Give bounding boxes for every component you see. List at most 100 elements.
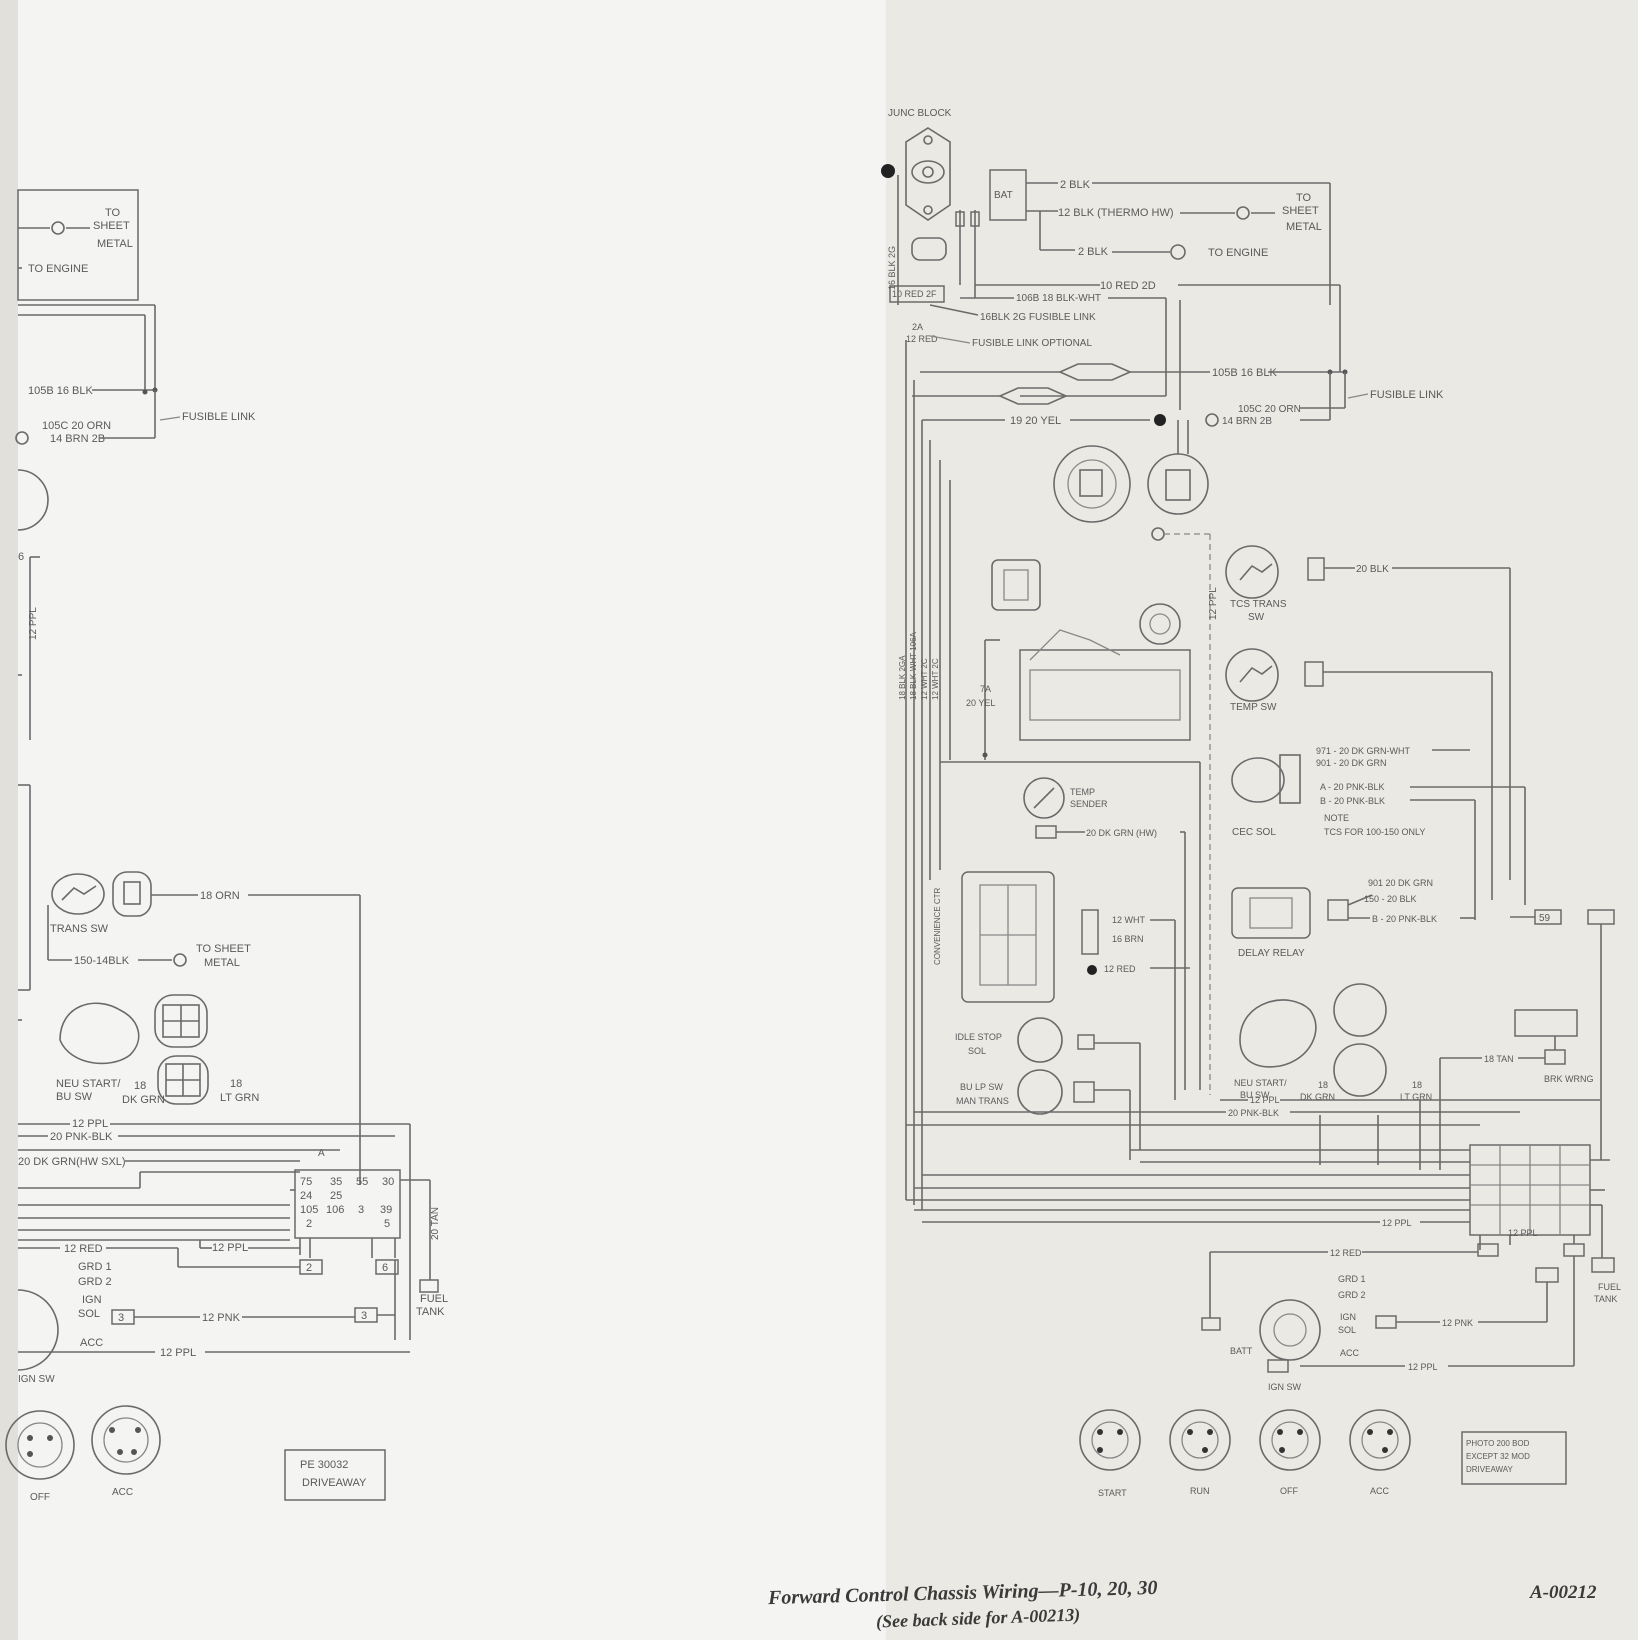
right-wire-901: 901 - 20 DK GRN	[1316, 758, 1387, 768]
left-wire-150: 150-14BLK	[74, 955, 130, 967]
svg-text:55: 55	[356, 1176, 368, 1188]
right-off: OFF	[1280, 1486, 1298, 1496]
left-connector: 75 35 55 30 24 25 105 106 3 39 2 5	[300, 1176, 394, 1230]
right-temp-sender-1: TEMP	[1070, 787, 1095, 797]
left-to-sheet-metal-a: TO SHEET	[196, 943, 251, 955]
right-sheet-metal-2: SHEET	[1282, 205, 1319, 217]
right-idle-stop-2: SOL	[968, 1046, 986, 1056]
right-wire-12red: 12 RED	[1330, 1248, 1362, 1258]
left-sol: SOL	[78, 1308, 100, 1320]
left-wire-12pnk: 12 PNK	[202, 1312, 241, 1324]
right-wire-2a-2: 12 RED	[906, 334, 938, 344]
left-18-ltgrn-2: LT GRN	[220, 1092, 259, 1104]
left-wire-105c: 105C 20 ORN	[42, 420, 111, 432]
left-neu-start-2: BU SW	[56, 1091, 93, 1103]
page-edge	[0, 0, 18, 1640]
left-wire-14brn: 14 BRN 2B	[50, 433, 105, 445]
left-wire-20tan: 20 TAN	[430, 1207, 441, 1240]
right-wire-12ppl-c: 12 PPL	[1508, 1228, 1538, 1238]
left-wire-18orn: 18 ORN	[200, 890, 240, 902]
left-ref-box-2: DRIVEAWAY	[302, 1477, 367, 1489]
right-18dkgrn-2: DK GRN	[1300, 1092, 1335, 1102]
right-wire-105b: 105B 16 BLK	[1212, 367, 1277, 379]
left-num-3b: 3	[361, 1310, 367, 1322]
right-wire-105c: 105C 20 ORN	[1238, 404, 1301, 415]
right-wire-150: 150 - 20 BLK	[1364, 894, 1417, 904]
right-wire-10red-2f: 10 RED 2F	[892, 289, 937, 299]
right-wire-pnkblk-a: A - 20 PNK-BLK	[1320, 782, 1385, 792]
svg-text:30: 30	[382, 1176, 394, 1188]
right-wire-pnkblk-b: B - 20 PNK-BLK	[1320, 796, 1385, 806]
right-wire-12blk: 12 BLK (THERMO HW)	[1058, 207, 1174, 219]
right-ref-box-2: EXCEPT 32 MOD	[1466, 1452, 1530, 1461]
left-diagram: TO SHEET METAL TO ENGINE 105B 16 BLK 105…	[5, 189, 448, 1503]
left-ign-sw: IGN SW	[18, 1374, 55, 1385]
right-to-engine: TO ENGINE	[1208, 247, 1268, 259]
right-wire-19: 19 20 YEL	[1010, 415, 1061, 427]
left-num-2: 2	[306, 1262, 312, 1274]
left-wire-12ppl-b: 12 PPL	[212, 1242, 248, 1254]
right-num-59: 59	[1539, 913, 1551, 924]
left-to-sheet-metal-1: TO	[105, 207, 121, 219]
right-wire-2a-1: 2A	[912, 322, 923, 332]
right-wire-20blk: 20 BLK	[1356, 564, 1389, 575]
right-run: RUN	[1190, 1486, 1210, 1496]
left-page	[18, 0, 886, 1640]
left-wire-20dkgrn: 20 DK GRN(HW SXL)	[18, 1156, 126, 1168]
svg-text:25: 25	[330, 1190, 342, 1202]
left-18-dkgrn-1: 18	[134, 1080, 146, 1092]
right-wire-2blk: 2 BLK	[1060, 179, 1091, 191]
svg-text:5: 5	[384, 1218, 390, 1230]
left-trans-sw: TRANS SW	[50, 923, 109, 935]
right-bu-lp-1: BU LP SW	[960, 1082, 1003, 1092]
right-fusible-link: FUSIBLE LINK	[1370, 389, 1444, 401]
left-wire-105b: 105B 16 BLK	[28, 385, 93, 397]
right-ign: IGN	[1340, 1312, 1356, 1322]
right-note-1: NOTE	[1324, 813, 1349, 823]
right-ref-box-1: PHOTO 200 BOD	[1466, 1439, 1530, 1448]
right-wire-10red: 10 RED 2D	[1100, 280, 1156, 292]
left-wire-a: A	[318, 1148, 325, 1159]
left-18-dkgrn-2: DK GRN	[122, 1094, 165, 1106]
svg-text:35: 35	[330, 1176, 342, 1188]
right-start: START	[1098, 1488, 1127, 1498]
left-wire-12ppl: 12 PPL	[72, 1118, 108, 1130]
right-sheet-metal-1: TO	[1296, 192, 1312, 204]
right-temp-sw: TEMP SW	[1230, 702, 1277, 713]
svg-text:12 WHT 2C: 12 WHT 2C	[920, 658, 929, 700]
svg-text:2: 2	[306, 1218, 312, 1230]
right-wire-7a-2: 20 YEL	[966, 698, 995, 708]
right-sol: SOL	[1338, 1325, 1356, 1335]
left-off: OFF	[30, 1492, 50, 1503]
left-wire-12ppl-v: 12 PPL	[28, 607, 39, 640]
svg-text:18 BLK-WHT 106A: 18 BLK-WHT 106A	[909, 631, 918, 700]
right-switch-contacts	[1097, 1429, 1393, 1453]
right-grd2: GRD 2	[1338, 1290, 1366, 1300]
left-acc: ACC	[80, 1337, 103, 1349]
left-to-sheet-metal-b: METAL	[204, 957, 240, 969]
figure-ref-id: A-00212	[1530, 1582, 1597, 1603]
right-18dkgrn-1: 18	[1318, 1080, 1328, 1090]
left-ref-box-1: PE 30032	[300, 1459, 348, 1471]
right-fuel-tank-2: TANK	[1594, 1294, 1617, 1304]
left-fusible-link: FUSIBLE LINK	[182, 411, 256, 423]
right-wire-106b: 106B 18 BLK-WHT	[1016, 293, 1101, 304]
left-num-3: 3	[118, 1312, 124, 1324]
right-wire-12pnk: 12 PNK	[1442, 1318, 1473, 1328]
right-wire-16blk-2g: 16BLK 2G FUSIBLE LINK	[980, 312, 1096, 323]
right-tcs-trans-1: TCS TRANS	[1230, 599, 1287, 610]
right-18ltgrn-1: 18	[1412, 1080, 1422, 1090]
right-note-2: TCS FOR 100-150 ONLY	[1324, 827, 1425, 837]
right-wire-20dkgrn-hw: 20 DK GRN (HW)	[1086, 828, 1157, 838]
right-bat: BAT	[994, 190, 1013, 201]
left-18-ltgrn-1: 18	[230, 1078, 242, 1090]
right-temp-sender-2: SENDER	[1070, 799, 1108, 809]
right-neu-start-1: NEU START/	[1234, 1078, 1287, 1088]
right-junc-block: JUNC BLOCK	[888, 108, 952, 119]
right-delay-relay: DELAY RELAY	[1238, 948, 1305, 959]
right-wire-12wht: 12 WHT	[1112, 915, 1146, 925]
right-wire-901b: 901 20 DK GRN	[1368, 878, 1433, 888]
svg-text:18 BLK 2GA: 18 BLK 2GA	[898, 655, 907, 700]
right-cec-sol: CEC SOL	[1232, 827, 1276, 838]
